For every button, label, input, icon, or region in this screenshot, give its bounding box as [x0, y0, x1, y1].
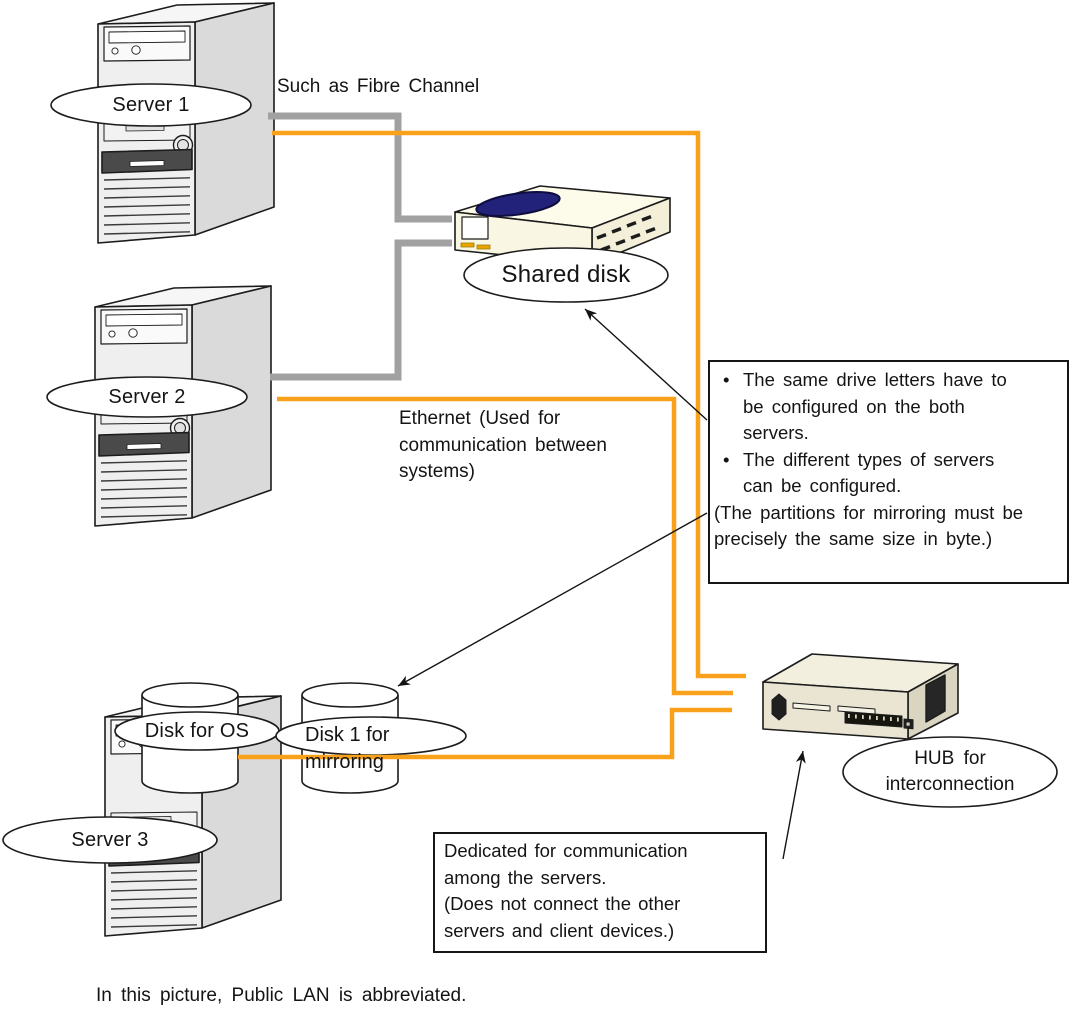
interconnect-line-server2: [277, 396, 733, 696]
hub-note-box: Dedicated for communication among the se…: [433, 832, 767, 953]
hub-label: HUB for interconnection: [885, 748, 1015, 795]
interconnect-line-server1: [272, 130, 746, 679]
shared-disk-label-ellipse: [463, 247, 669, 303]
fibre-channel-label: Such as Fibre Channel: [277, 76, 480, 97]
interconnect-line-server3: [238, 707, 732, 760]
label-ellipses: [2, 83, 1058, 864]
bullet-icon: [710, 367, 743, 394]
fibre-line-server1: [268, 112, 452, 223]
hub-device-graphic: [762, 653, 959, 740]
hub-port-row: [848, 714, 899, 722]
bullet-icon: [710, 447, 743, 474]
arrow-to-mirror-disk: [397, 512, 708, 687]
server2-label: Server 2: [108, 385, 186, 408]
hub-label-ellipse: [842, 736, 1058, 808]
server2-label-ellipse: [46, 376, 248, 418]
disk-os-label: Disk for OS: [144, 719, 250, 742]
arrow-to-shared-disk: [584, 308, 708, 421]
server1-label-ellipse: [50, 83, 252, 127]
interconnect-lines: [238, 130, 746, 760]
shared-disk-note-box: The same drive letters have to be config…: [708, 360, 1069, 584]
footer-note: In this picture, Public LAN is abbreviat…: [96, 985, 467, 1006]
fibre-line-server2: [270, 239, 452, 381]
disk-mirror-label: Disk 1 for mirroring: [305, 724, 390, 773]
fibre-channel-lines: [268, 112, 452, 381]
server1-label: Server 1: [112, 93, 190, 116]
server3-label-ellipse: [2, 816, 218, 864]
arrow-to-hub: [782, 750, 806, 860]
note-tail-text: (The partitions for mirroring must be pr…: [714, 501, 1024, 550]
note-bullet-item: The different types of servers can be co…: [710, 447, 1067, 500]
note-bullet-item: The same drive letters have to be config…: [710, 367, 1067, 447]
annotation-arrows: [397, 308, 806, 860]
disk-vents: [596, 215, 656, 252]
ethernet-label: Ethernet (Used for communication between…: [399, 408, 607, 482]
server3-label: Server 3: [71, 828, 149, 851]
shared-disk-label: Shared disk: [501, 261, 631, 288]
